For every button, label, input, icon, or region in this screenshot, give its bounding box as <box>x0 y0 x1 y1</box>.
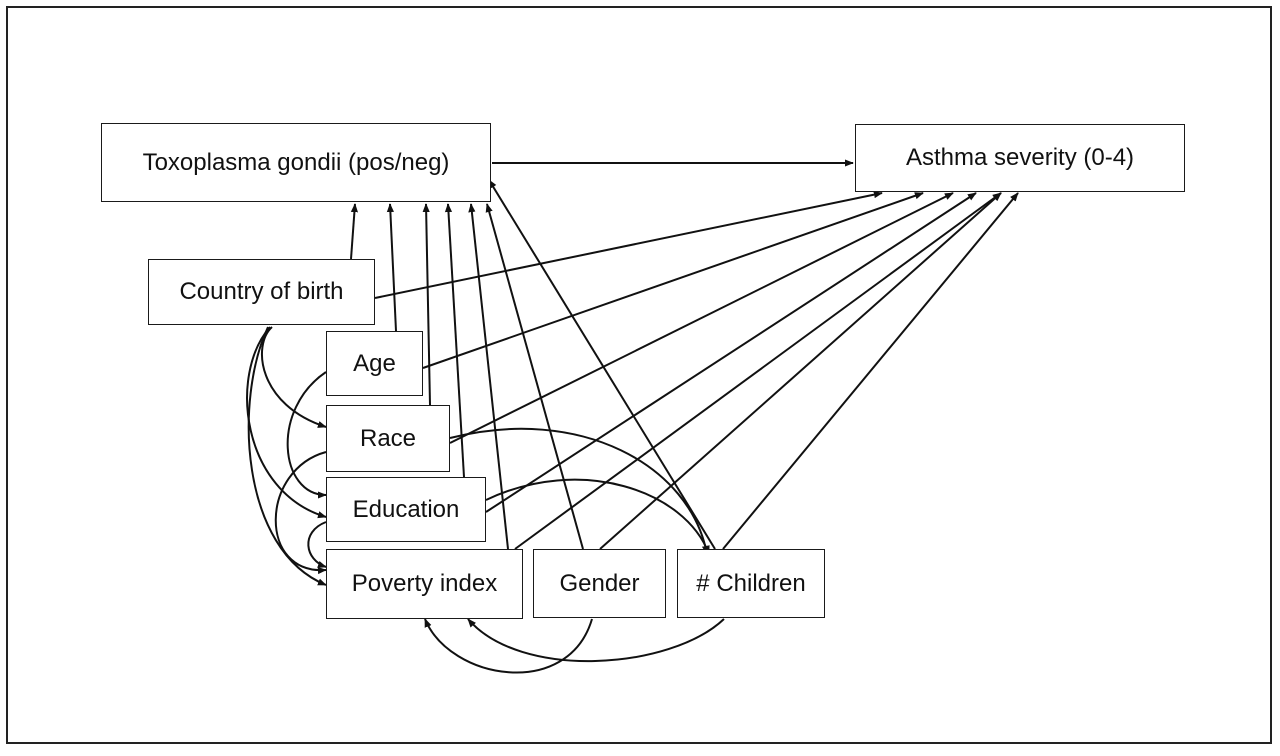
node-children: # Children <box>677 549 825 618</box>
node-education: Education <box>326 477 486 542</box>
node-education-label: Education <box>352 495 460 523</box>
node-age: Age <box>326 331 423 396</box>
node-country-of-birth: Country of birth <box>148 259 375 325</box>
node-country-label: Country of birth <box>179 278 344 305</box>
diagram-frame <box>6 6 1272 744</box>
node-poverty-label: Poverty index <box>351 570 498 597</box>
node-gender-label: Gender <box>559 569 640 597</box>
node-poverty-index: Poverty index <box>326 549 523 619</box>
node-children-label: # Children <box>696 569 806 597</box>
node-age-label: Age <box>353 349 396 377</box>
node-race-label: Race <box>359 424 417 452</box>
node-asthma-severity: Asthma severity (0-4) <box>855 124 1185 192</box>
node-race: Race <box>326 405 450 472</box>
node-toxoplasma: Toxoplasma gondii (pos/neg) <box>101 123 491 202</box>
node-gender: Gender <box>533 549 666 618</box>
node-asthma-label: Asthma severity (0-4) <box>905 144 1135 171</box>
node-toxoplasma-label: Toxoplasma gondii (pos/neg) <box>142 148 450 176</box>
